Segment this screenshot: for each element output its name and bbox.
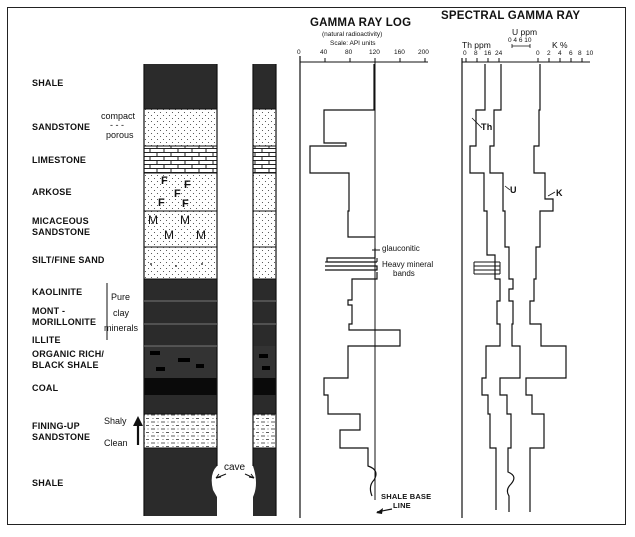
shale-top-block: [144, 64, 217, 109]
label-limestone: LIMESTONE: [32, 155, 87, 165]
gamma-ray-curve: [309, 64, 401, 497]
label-compact: compact: [101, 111, 136, 121]
silt-block: [144, 247, 217, 279]
gamma-ray-subtitle: (natural radioactivity): [322, 31, 383, 38]
label-organic-2: BLACK SHALE: [32, 360, 99, 370]
gamma-ray-track: [299, 56, 428, 518]
label-shale-top: SHALE: [32, 78, 64, 88]
label-mont-2: MORILLONITE: [32, 317, 97, 327]
symbol-m: M: [148, 213, 159, 227]
coal-block: [144, 378, 217, 395]
shale-mid-block: [144, 395, 217, 414]
u-axis-label: U ppm: [512, 27, 538, 37]
label-fining-2: SANDSTONE: [32, 432, 91, 442]
k-tick: 4: [558, 50, 562, 57]
u-axis-ticks: 0 4 6 10: [508, 37, 532, 44]
symbol-m: M: [196, 228, 207, 242]
symbol-m: M: [164, 228, 175, 242]
label-kaolinite: KAOLINITE: [32, 287, 83, 297]
label-clay: clay: [113, 308, 130, 318]
label-arkose: ARKOSE: [32, 187, 72, 197]
symbol-f: F: [161, 175, 168, 187]
gamma-tick: 40: [320, 49, 328, 56]
symbol-f: F: [174, 188, 181, 200]
u-curve: [489, 64, 521, 512]
sandstone-block: [144, 109, 217, 146]
label-heavy-1: Heavy mineral: [382, 260, 434, 269]
label-minerals: minerals: [104, 323, 139, 333]
gamma-ray-scale-label: Scale: API units: [330, 40, 376, 47]
th-tick: 0: [463, 50, 467, 57]
gamma-tick: 0: [297, 49, 301, 56]
illite-block: [144, 324, 217, 346]
label-pure: Pure: [111, 292, 131, 302]
k-axis-label: K %: [552, 40, 568, 50]
curve-label-th: Th: [481, 122, 493, 132]
symbol-m: M: [180, 213, 191, 227]
gamma-tick: 120: [369, 49, 380, 56]
symbol-f: F: [184, 179, 191, 191]
borehole-column: [252, 64, 277, 516]
gamma-tick: 200: [418, 49, 429, 56]
kaolinite-block: [144, 279, 217, 301]
limestone-block: [144, 146, 217, 173]
k-tick: 6: [569, 50, 573, 57]
label-glauconitic: glauconitic: [382, 244, 420, 253]
cave-arrows: [215, 473, 255, 479]
spectral-title: SPECTRAL GAMMA RAY: [441, 10, 581, 22]
label-micaceous-2: SANDSTONE: [32, 227, 91, 237]
symbol-f: F: [182, 198, 189, 210]
k-tick: 2: [547, 50, 551, 57]
fining-up-block: [144, 414, 217, 448]
th-tick: 24: [495, 50, 503, 57]
th-tick: 8: [474, 50, 478, 57]
label-organic-1: ORGANIC RICH/: [32, 349, 105, 359]
label-porous: porous: [106, 130, 134, 140]
symbol-f: F: [158, 197, 165, 209]
label-sandstone: SANDSTONE: [32, 122, 91, 132]
th-curve: [469, 64, 501, 510]
k-tick: 10: [586, 50, 594, 57]
label-dashes: - - -: [110, 120, 124, 130]
k-tick: 8: [578, 50, 582, 57]
arkose-block: [144, 173, 217, 211]
label-fining-1: FINING-UP: [32, 421, 80, 431]
label-coal: COAL: [32, 383, 59, 393]
label-micaceous-1: MICACEOUS: [32, 216, 89, 226]
label-illite: ILLITE: [32, 335, 61, 345]
gamma-ray-title: GAMMA RAY LOG: [310, 17, 412, 29]
micaceous-block: [144, 211, 217, 247]
figure-frame: [7, 7, 626, 525]
label-clean: Clean: [104, 438, 128, 448]
th-tick: 16: [484, 50, 492, 57]
label-cave: cave: [224, 462, 246, 473]
k-tick: 0: [536, 50, 540, 57]
gamma-tick: 80: [345, 49, 353, 56]
lithology-column: [143, 64, 218, 516]
label-silt: SILT/FINE SAND: [32, 255, 105, 265]
label-shaly: Shaly: [104, 416, 127, 426]
label-heavy-2: bands: [393, 269, 415, 278]
label-shale-bottom: SHALE: [32, 478, 64, 488]
th-axis-label: Th ppm: [462, 40, 491, 50]
spectral-gamma-track: [461, 44, 590, 518]
shale-bottom-block: [144, 448, 217, 516]
curve-label-k: K: [556, 188, 563, 198]
montmorillonite-block: [144, 301, 217, 324]
label-shale-base-2: LINE: [393, 501, 411, 510]
k-curve: [525, 64, 567, 512]
label-shale-base-1: SHALE BASE: [381, 492, 432, 501]
curve-label-u: U: [510, 185, 517, 195]
label-mont-1: MONT -: [32, 306, 66, 316]
fining-up-arrow: [133, 416, 143, 445]
gamma-tick: 160: [394, 49, 405, 56]
